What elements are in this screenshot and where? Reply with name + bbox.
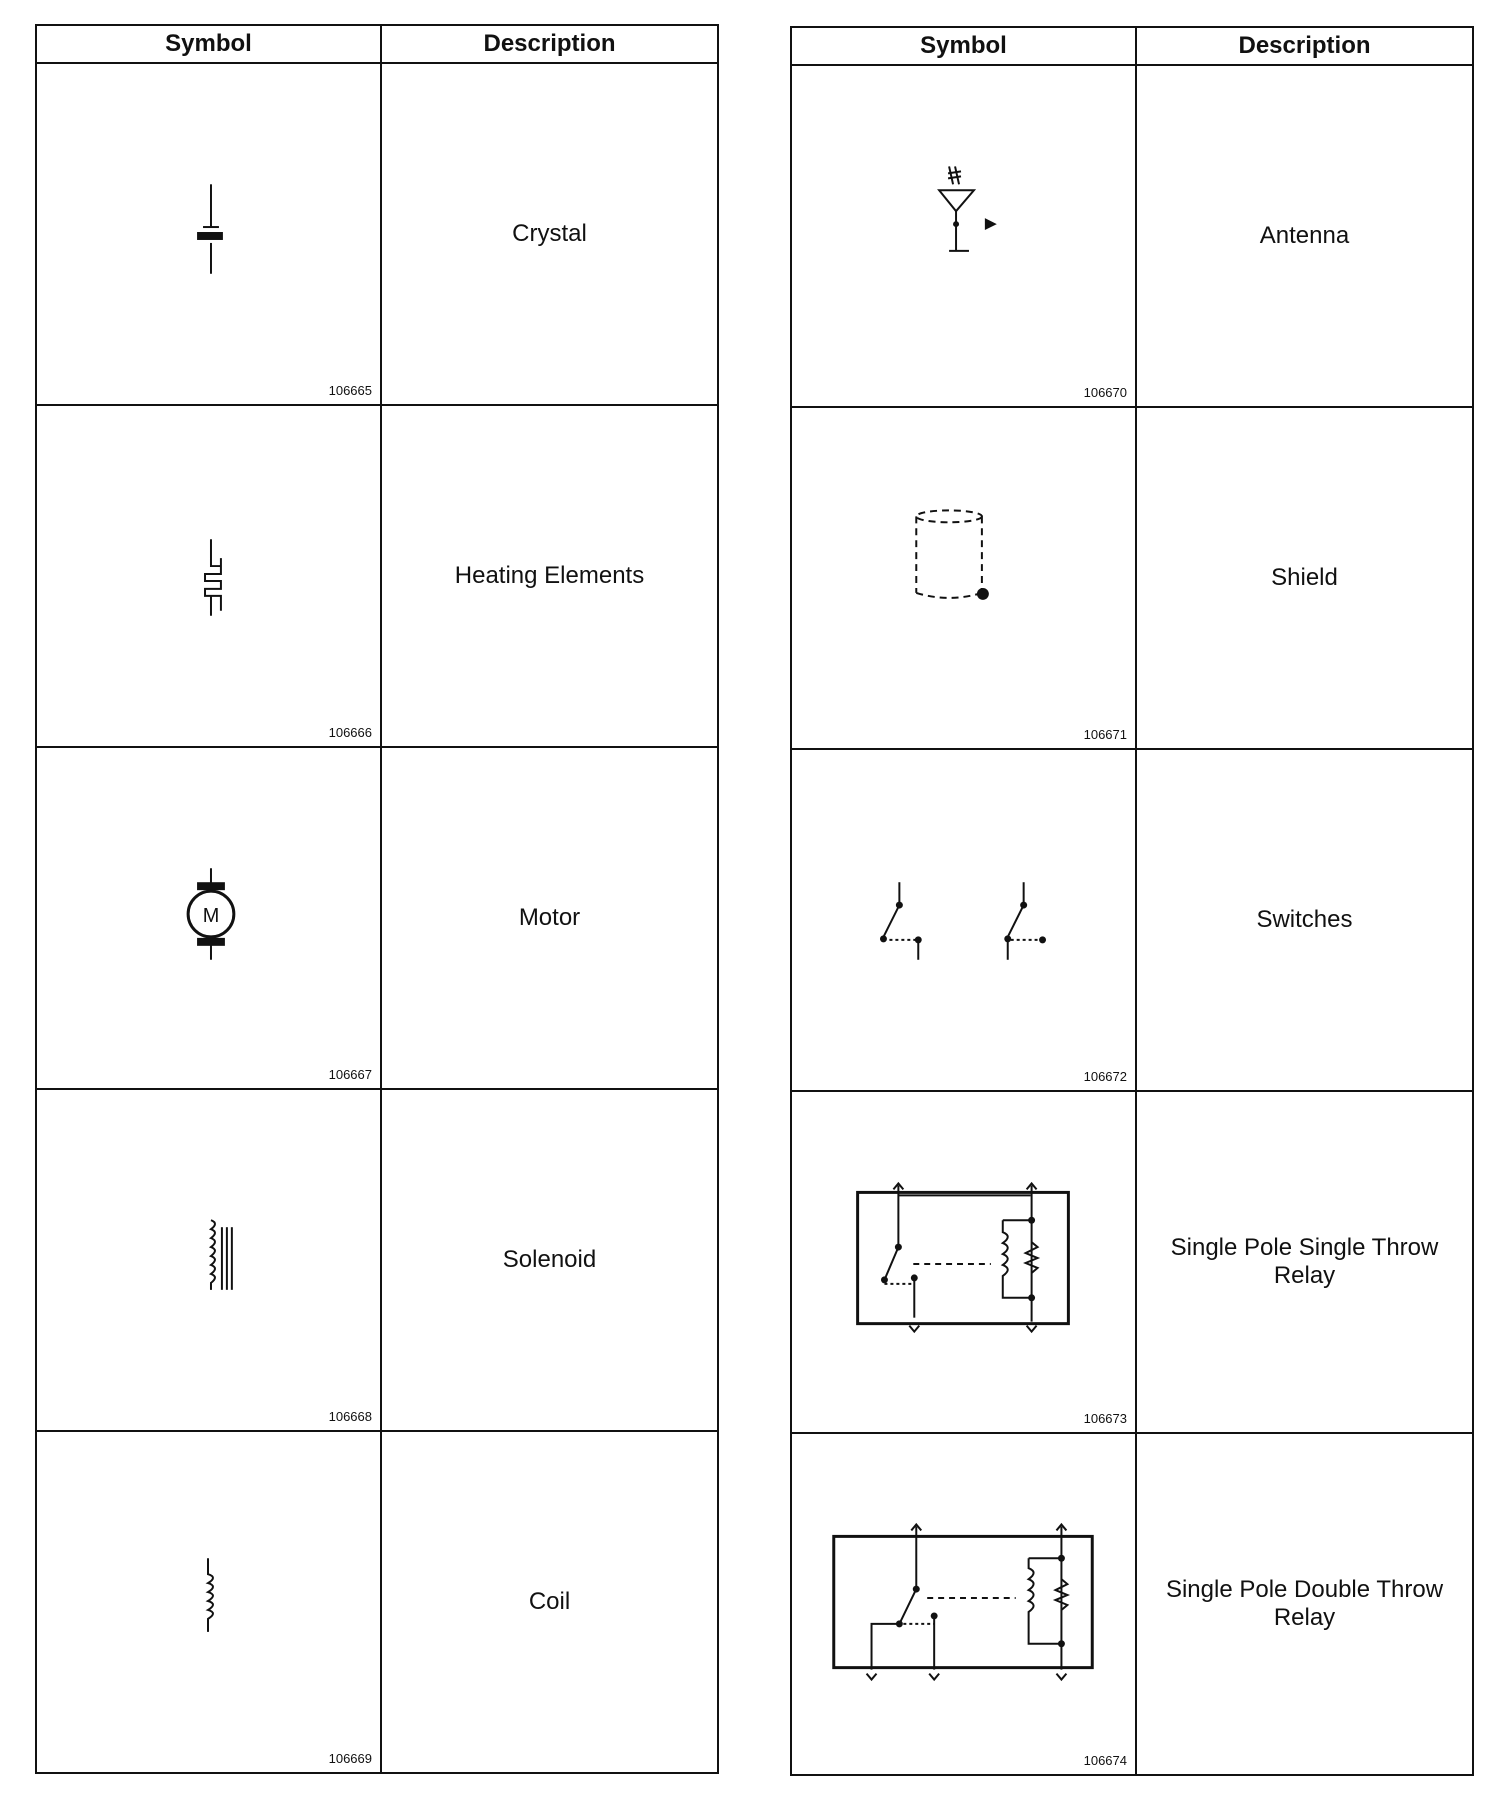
figure-reference-number: 106672 [1083, 1069, 1127, 1084]
switches-icon [879, 882, 1047, 960]
symbol-cell: 106666 [35, 404, 382, 748]
figure-reference-number: 106667 [328, 1067, 372, 1082]
table-header: Symbol Description [35, 24, 719, 64]
motor-icon: M [186, 868, 236, 960]
figure-reference-number: 106665 [328, 383, 372, 398]
description-column-header: Description [1135, 26, 1474, 66]
symbol-cell: 106674 [790, 1432, 1137, 1776]
figure-reference-number: 106668 [328, 1409, 372, 1424]
table-row: 106666 Heating Elements [35, 404, 719, 748]
antenna-icon [937, 166, 997, 252]
table-row: 106668 Solenoid [35, 1088, 719, 1432]
motor-label: M [203, 905, 220, 927]
crystal-icon [197, 184, 223, 274]
description-cell: Heating Elements [380, 404, 719, 748]
description-cell: Coil [380, 1430, 719, 1774]
table-row: M 106667 Motor [35, 746, 719, 1090]
table-row: 106671 Shield [790, 406, 1474, 750]
table-row: 106665 Crystal [35, 62, 719, 406]
description-column-header: Description [380, 24, 719, 64]
left-symbol-table: Symbol Description 106665 Crystal 106666… [35, 24, 719, 1774]
symbol-cell: 106669 [35, 1430, 382, 1774]
symbol-column-header: Symbol [35, 24, 382, 64]
figure-reference-number: 106666 [328, 725, 372, 740]
symbol-cell: 106668 [35, 1088, 382, 1432]
coil-icon [205, 1558, 214, 1632]
description-cell: Motor [380, 746, 719, 1090]
right-symbol-table: Symbol Description 106670 Antenna [790, 26, 1474, 1776]
description-cell: Solenoid [380, 1088, 719, 1432]
table-row: 106669 Coil [35, 1430, 719, 1774]
symbol-cell: 106673 [790, 1090, 1137, 1434]
description-cell: Single Pole Single Throw Relay [1135, 1090, 1474, 1434]
shield-icon [915, 509, 989, 600]
description-cell: Switches [1135, 748, 1474, 1092]
figure-reference-number: 106671 [1083, 727, 1127, 742]
solenoid-icon [208, 1219, 233, 1290]
spst-relay-icon [856, 1181, 1070, 1334]
symbol-cell: 106665 [35, 62, 382, 406]
symbol-column-header: Symbol [790, 26, 1137, 66]
figure-reference-number: 106673 [1083, 1411, 1127, 1426]
heating-element-icon [204, 539, 222, 616]
figure-reference-number: 106669 [328, 1751, 372, 1766]
table-row: 106672 Switches [790, 748, 1474, 1092]
description-cell: Shield [1135, 406, 1474, 750]
spdt-relay-icon [832, 1522, 1094, 1682]
table-row: 106673 Single Pole Single Throw Relay [790, 1090, 1474, 1434]
symbol-cell: 106670 [790, 64, 1137, 408]
table-header: Symbol Description [790, 26, 1474, 66]
figure-reference-number: 106670 [1083, 385, 1127, 400]
figure-reference-number: 106674 [1083, 1753, 1127, 1768]
table-row: 106670 Antenna [790, 64, 1474, 408]
description-cell: Single Pole Double Throw Relay [1135, 1432, 1474, 1776]
description-cell: Crystal [380, 62, 719, 406]
symbol-cell: 106672 [790, 748, 1137, 1092]
table-row: 106674 Single Pole Double Throw Relay [790, 1432, 1474, 1776]
symbol-cell: 106671 [790, 406, 1137, 750]
description-cell: Antenna [1135, 64, 1474, 408]
symbol-cell: M 106667 [35, 746, 382, 1090]
